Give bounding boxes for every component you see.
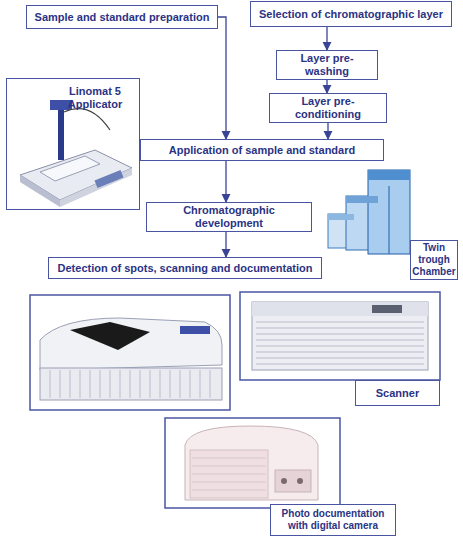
node-text: Layer pre-conditioning xyxy=(273,95,383,121)
instrument-label: Photo documentation with digital camera xyxy=(270,504,396,536)
process-box: Chromatographic development xyxy=(146,202,312,232)
node-text: Layer pre-washing xyxy=(280,52,374,78)
node-text: Application of sample and standard xyxy=(169,144,355,157)
process-box: Sample and standard preparation xyxy=(26,5,218,29)
node-text: Twin trough Chamber xyxy=(412,242,455,278)
camera-cabinet-illustration xyxy=(165,418,340,508)
flow-arrow xyxy=(327,123,328,139)
process-box: Layer pre-conditioning xyxy=(269,93,387,123)
node-text: Photo documentation with digital camera xyxy=(274,508,392,532)
instrument-label: Scanner xyxy=(355,380,440,406)
scanner-illustration xyxy=(240,292,440,380)
instrument-frame: Linomat 5 Applicator xyxy=(6,78,140,210)
twin-trough-chamber-illustration xyxy=(328,170,410,254)
instrument-label: Twin trough Chamber xyxy=(410,240,458,280)
flow-arrow xyxy=(326,27,327,50)
process-box: Application of sample and standard xyxy=(140,139,384,161)
node-text: Scanner xyxy=(376,387,419,400)
node-text: Sample and standard preparation xyxy=(35,11,210,24)
flow-arrow xyxy=(326,80,327,93)
process-box: Detection of spots, scanning and documen… xyxy=(48,257,322,279)
node-text: Chromatographic development xyxy=(150,204,308,230)
process-box: Layer pre-washing xyxy=(276,50,378,80)
visualizer-illustration xyxy=(30,295,230,410)
node-text: Linomat 5 Applicator xyxy=(55,85,135,111)
node-text: Detection of spots, scanning and documen… xyxy=(58,262,313,275)
applicator-illustration xyxy=(20,100,132,207)
process-box: Selection of chromatographic layer xyxy=(250,1,452,27)
flow-arrow xyxy=(225,232,226,257)
flow-arrow xyxy=(225,161,226,202)
node-text: Selection of chromatographic layer xyxy=(259,8,443,21)
flow-arrow xyxy=(218,17,226,139)
